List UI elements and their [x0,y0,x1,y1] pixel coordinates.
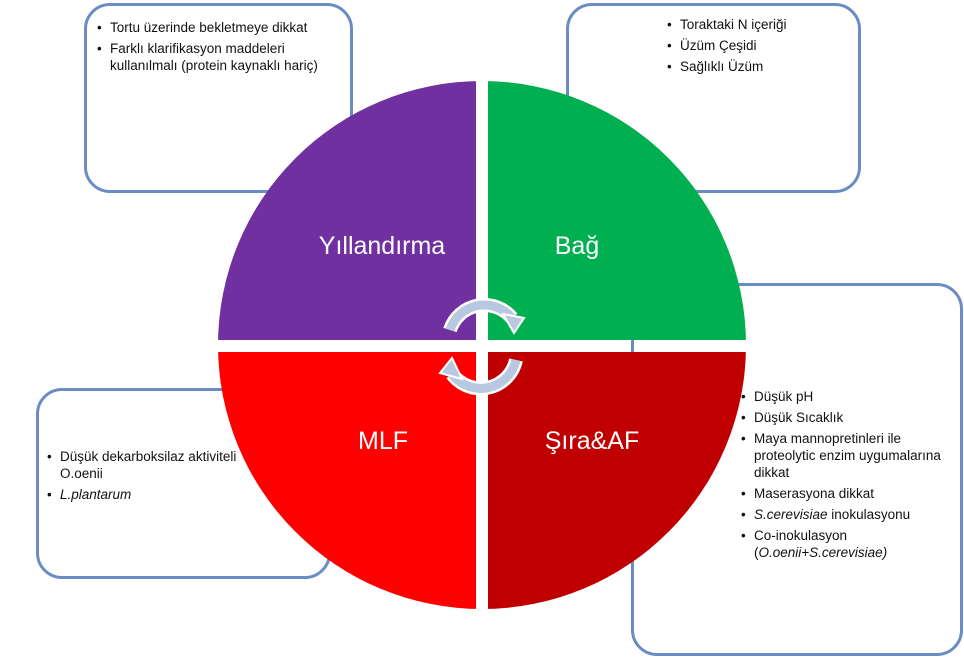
list-item: Düşük Sıcaklık [741,409,956,426]
box-aging-notes: Tortu üzerinde bekletmeye dikkat Farklı … [84,3,353,193]
quadrant-label-mlf: MLF [358,427,408,455]
list-item: Sağlıklı Üzüm [667,58,857,75]
list-item: Tortu üzerinde bekletmeye dikkat [97,19,337,36]
list-item: Co-inokulasyon(O.oenii+S.cerevisiae) [741,527,956,561]
quadrant-must-af [488,352,746,609]
list-item: Maserasyona dikkat [741,485,956,502]
quadrant-vineyard [488,81,746,340]
list-item: L.plantarum [47,486,247,503]
list-item: Üzüm Çeşidi [667,37,857,54]
box-vineyard-notes: Toraktaki N içeriği Üzüm Çeşidi Sağlıklı… [566,3,861,193]
list-item: S.cerevisiae inokulasyonu [741,506,956,523]
list-item: Düşük dekarboksilaz aktiviteli O.oenii [47,448,247,482]
list-item: Düşük pH [741,388,956,405]
quadrant-aging [218,81,476,340]
list-item: Toraktaki N içeriği [667,16,857,33]
quadrant-label-vineyard: Bağ [554,232,600,260]
list-item: Farklı klarifikasyon maddeleri kullanılm… [97,40,337,74]
quadrant-mlf [218,352,476,609]
cycle-arrow-bottom-icon [438,356,523,396]
cycle-arrow-top-icon [443,298,526,335]
quadrant-label-must-af: Şıra&AF [544,427,640,455]
list-item: Maya mannopretinleri ile proteolytic enz… [741,430,956,481]
quadrant-label-aging: Yıllandırma [318,232,446,260]
